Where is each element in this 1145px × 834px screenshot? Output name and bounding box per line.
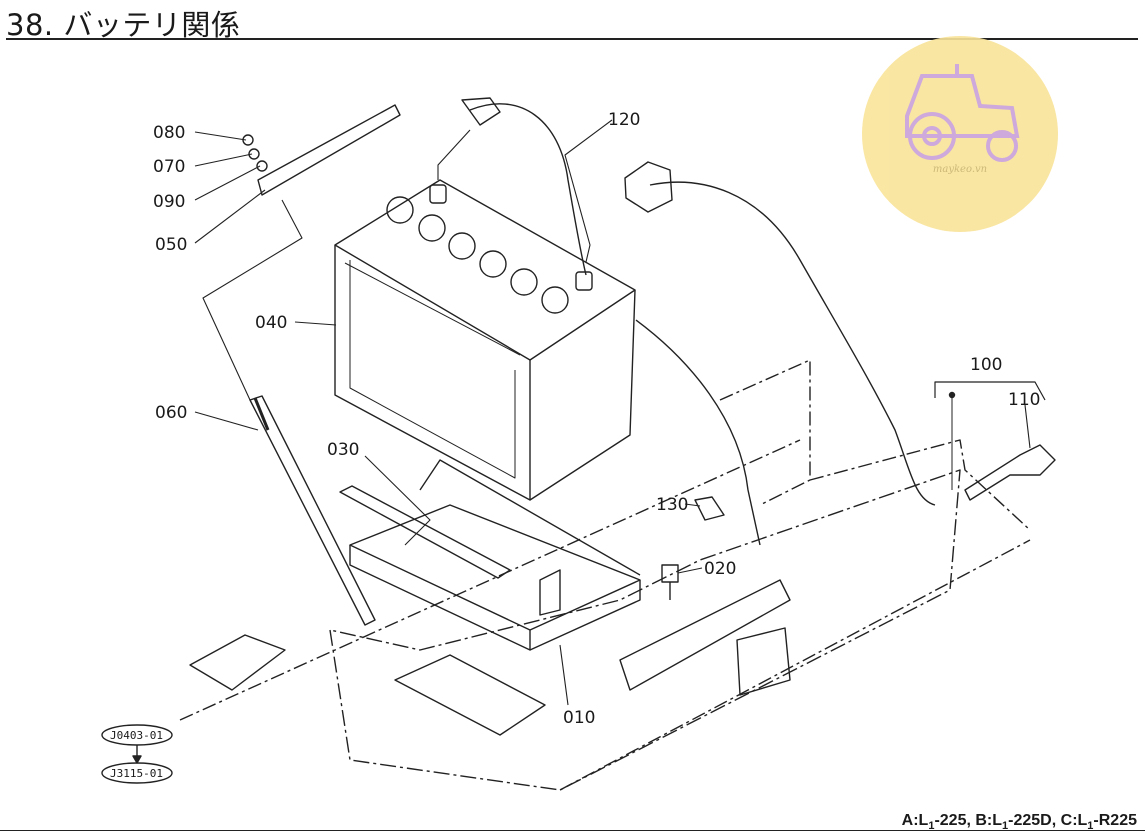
ref-code-1: J0403-01	[110, 729, 163, 742]
bracket	[619, 579, 791, 691]
bottom-plate	[394, 654, 546, 736]
label-030: 030	[327, 440, 359, 460]
rubber-pad	[189, 634, 286, 691]
negative-cable	[469, 103, 587, 276]
washer	[256, 160, 268, 172]
tractor-icon	[905, 64, 1020, 162]
label-080: 080	[153, 123, 185, 143]
positive-cable	[649, 181, 936, 506]
hold-down-bar	[339, 485, 511, 579]
rubber-pad-2	[736, 627, 791, 696]
stud-bolt	[661, 564, 679, 583]
label-110: 110	[1008, 390, 1040, 410]
label-020: 020	[704, 559, 736, 579]
frame-plate-long	[179, 359, 1031, 791]
ref-code-2: J3115-01	[110, 767, 163, 780]
frame-plate	[329, 469, 961, 791]
leader-lines	[194, 119, 1031, 706]
battery	[334, 179, 636, 501]
label-010: 010	[563, 708, 595, 728]
label-040: 040	[255, 313, 287, 333]
label-120: 120	[608, 110, 640, 130]
clamp-plate	[257, 104, 401, 196]
label-060: 060	[155, 403, 187, 423]
terminal-cover	[964, 444, 1056, 501]
bolt	[694, 496, 725, 521]
bottom-rule	[0, 830, 1145, 831]
model-applicability: A:L1-225, B:L1-225D, C:L1-R225	[901, 812, 1137, 833]
label-050: 050	[155, 235, 187, 255]
page-title: 38. バッテリ関係	[6, 8, 241, 42]
label-070: 070	[153, 157, 185, 177]
battery-rod	[249, 395, 376, 626]
label-090: 090	[153, 192, 185, 212]
spring-washer	[248, 148, 260, 160]
label-100: 100	[970, 355, 1002, 375]
label-130: 130	[656, 495, 688, 515]
title-underline	[6, 38, 1138, 40]
watermark-logo: maykeo.vn	[862, 36, 1058, 232]
battery-tray	[349, 459, 641, 651]
watermark-text: maykeo.vn	[932, 164, 988, 175]
